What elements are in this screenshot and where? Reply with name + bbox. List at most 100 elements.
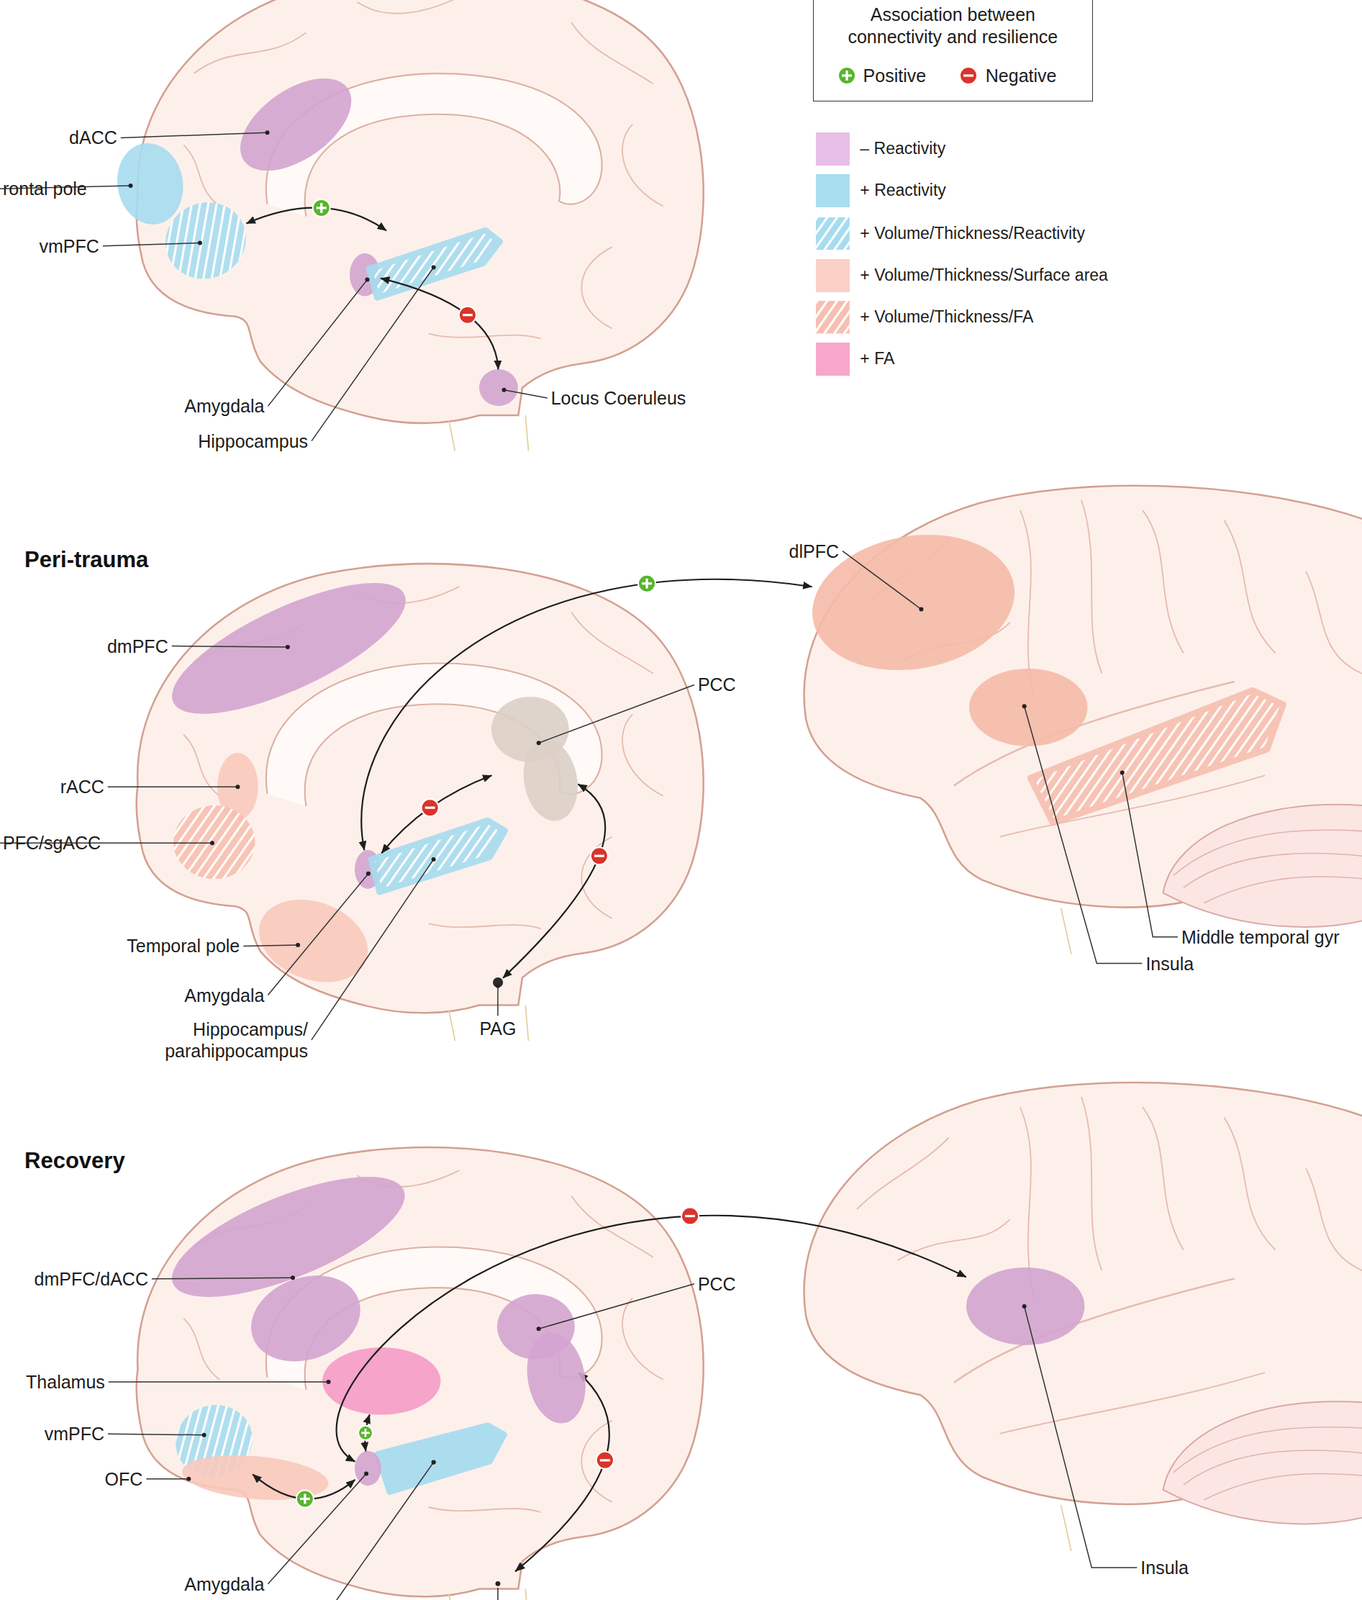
region-fill	[479, 369, 519, 406]
legend-swatch	[815, 132, 850, 165]
negative-sign	[421, 798, 439, 816]
sign-bar	[462, 313, 473, 316]
leader-line	[107, 1433, 205, 1434]
region-shape	[173, 805, 255, 879]
legend-text: + FA	[859, 348, 895, 370]
leader-dot	[285, 644, 290, 649]
region-shape	[322, 1346, 441, 1415]
legend-text: + Reactivity	[859, 180, 947, 201]
legend-swatch	[815, 342, 850, 375]
brain-region: PFC/sgACC	[173, 805, 255, 879]
legend-text: + Volume/Thickness/FA	[859, 307, 1034, 328]
legend-fill	[815, 300, 850, 334]
region-shape	[165, 202, 247, 279]
region-shape	[491, 696, 578, 821]
region-label: PCC	[697, 673, 737, 696]
region-label: dACC	[69, 126, 118, 149]
sign-circle	[296, 1489, 314, 1507]
legend-icon	[958, 65, 979, 86]
leader-dot	[431, 265, 437, 270]
panel-heading: Recovery	[24, 1146, 126, 1174]
connector-arrow	[380, 278, 499, 370]
sign-bar	[963, 74, 974, 77]
positive-sign	[312, 199, 331, 217]
leader-dot	[495, 983, 501, 988]
positive-sign	[838, 66, 856, 85]
leader-dot	[186, 1476, 191, 1481]
region-shape	[1030, 689, 1284, 823]
legend-text: + Volume/Thickness/Reactivity	[859, 223, 1085, 244]
sign-circle	[959, 66, 978, 85]
brain-region: Hippocampus/ parahippocampus	[371, 820, 506, 892]
leader-line	[538, 1283, 695, 1329]
leader-line	[267, 279, 367, 407]
negative-sign	[590, 846, 608, 865]
leader-line	[538, 684, 695, 743]
region-fill	[224, 59, 368, 190]
positive-sign	[296, 1489, 314, 1507]
region-label: PAG	[479, 1017, 516, 1039]
positive-sign	[358, 1425, 373, 1440]
leader-dot	[364, 1471, 369, 1476]
region-fill	[518, 735, 585, 826]
leader-dot	[366, 871, 371, 876]
brain-region: PCC	[491, 696, 578, 821]
leader-line	[0, 185, 131, 189]
brain-region: rontal pole	[117, 143, 184, 225]
leader-line	[497, 1587, 499, 1600]
brain-region: vmPFC	[165, 202, 247, 279]
leader-dot	[536, 1326, 542, 1331]
sign-bar	[364, 1428, 367, 1437]
leader-dot	[431, 1459, 437, 1464]
brain-region: dmPFC/dACC	[171, 1176, 406, 1361]
region-shape	[240, 78, 352, 171]
leader-dot	[1120, 769, 1125, 775]
sign-circle	[681, 1207, 699, 1225]
leader-line	[1122, 772, 1178, 937]
leader-line	[146, 1477, 189, 1480]
region-shape	[497, 1293, 586, 1423]
leader-dot	[1022, 703, 1027, 708]
leader-line	[107, 786, 239, 788]
leader-dot	[197, 240, 203, 245]
legend-text: Negative	[985, 64, 1057, 87]
brain-region: Hippocampus	[369, 230, 501, 298]
region-label: vmPFC	[44, 1422, 105, 1445]
leader-dot	[364, 277, 370, 283]
region-shape	[354, 1450, 382, 1486]
sign-circle	[638, 574, 656, 593]
negative-sign	[681, 1207, 699, 1225]
region-label: Locus Coeruleus	[551, 387, 687, 409]
positive-sign	[638, 574, 656, 593]
legend-swatch	[815, 300, 850, 334]
region-label: Hippocampus/ parahippocampus	[154, 1018, 308, 1062]
leader-line	[1024, 705, 1143, 963]
region-label: Insula	[1145, 952, 1194, 975]
region-fill	[371, 820, 506, 892]
legend-fill	[815, 217, 850, 250]
legend-swatch	[815, 259, 850, 292]
region-fill	[354, 1450, 382, 1486]
sign-bar	[684, 1214, 696, 1217]
leader-line	[497, 985, 499, 1016]
connector-arrow	[336, 1215, 967, 1462]
sign-bar	[425, 806, 436, 809]
leader-dot	[536, 740, 542, 745]
leader-line	[503, 389, 547, 398]
region-label: Amygdala	[184, 395, 265, 417]
sign-bar	[320, 202, 323, 213]
region-shape	[369, 230, 501, 298]
leader-dot	[1022, 1303, 1027, 1309]
leader-dot	[495, 1580, 501, 1586]
region-label: Amygdala	[184, 1572, 265, 1595]
region-fill	[969, 668, 1088, 747]
sign-circle	[590, 846, 608, 865]
leader-line	[102, 242, 201, 246]
brain-region: Locus Coeruleus	[479, 369, 519, 406]
region-shape	[171, 1176, 406, 1361]
negative-sign	[959, 66, 978, 85]
region-shape	[479, 369, 519, 406]
legend-heading: Association between connectivity and res…	[823, 3, 1083, 48]
